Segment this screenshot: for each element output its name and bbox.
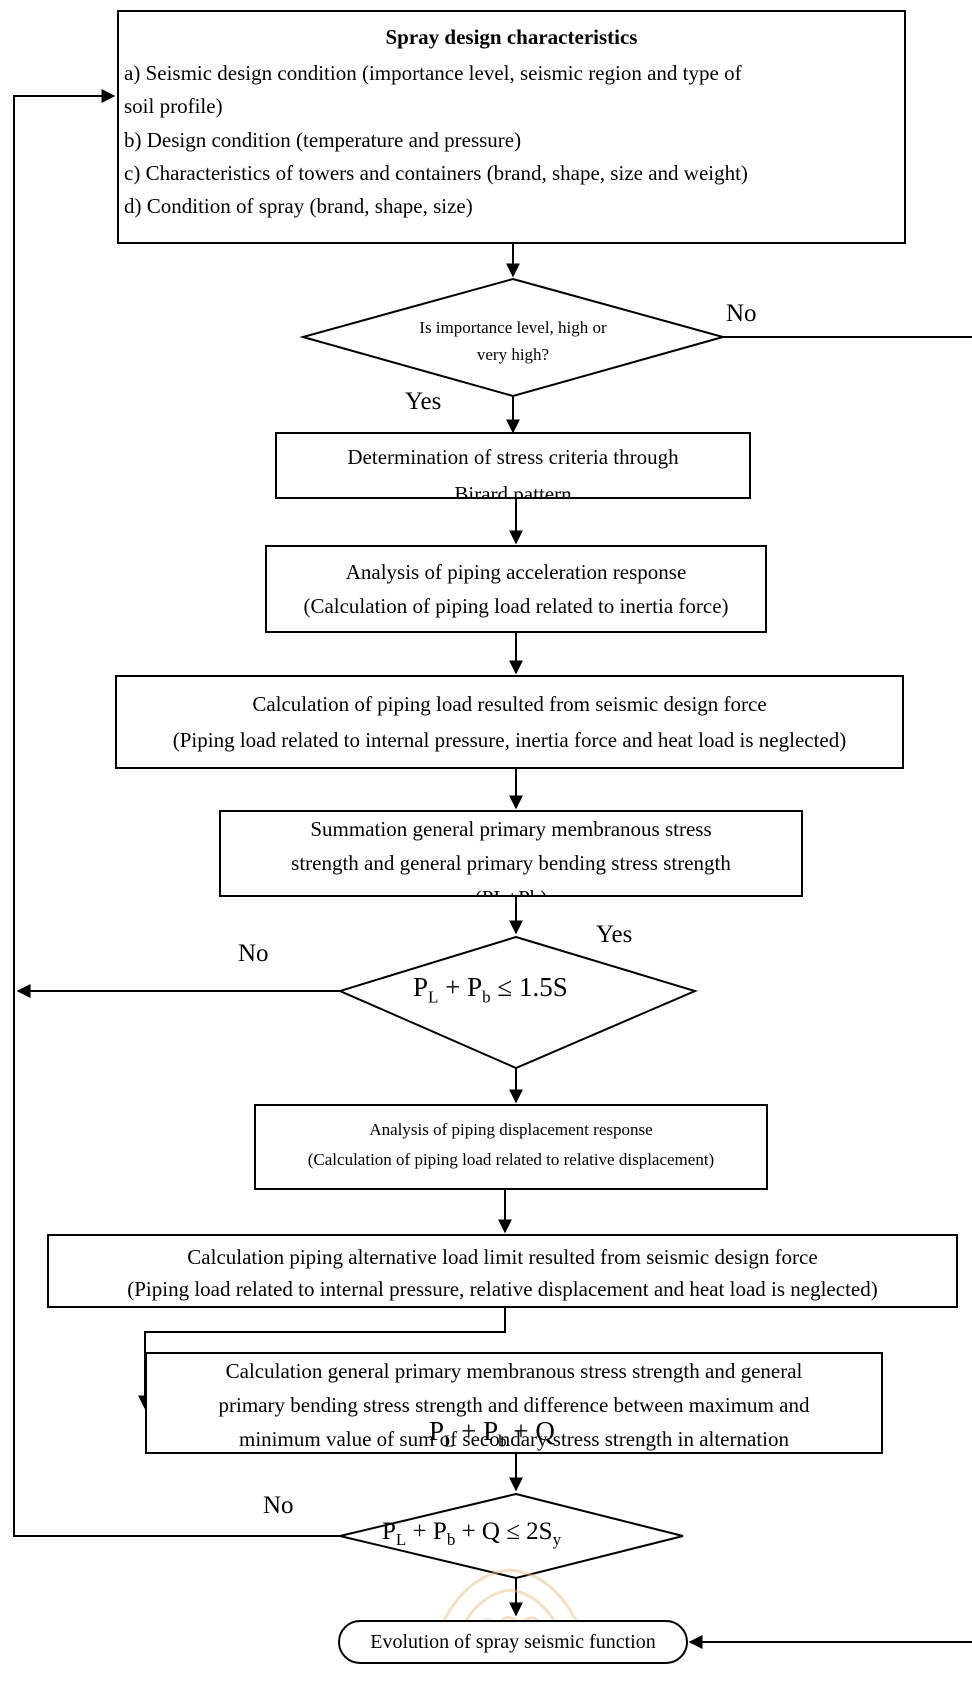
secondary-stress-line1: Calculation general primary membranous s… [225, 1359, 803, 1383]
decision2-diamond [337, 935, 698, 1070]
decision1-text-line2: very high? [476, 345, 550, 364]
decision1-yes-label: Yes [405, 388, 442, 415]
design-characteristics-line-b: b) Design condition (temperature and pre… [124, 128, 522, 152]
displacement-response-line2: (Calculation of piping load related to r… [307, 1150, 715, 1169]
design-characteristics-line-a: a) Seismic design condition (importance … [124, 61, 742, 85]
decision1-text-line1: Is importance level, high or [419, 318, 607, 337]
stress-criteria-line1: Determination of stress criteria through [347, 445, 679, 469]
secondary-stress-line2: primary bending stress strength and diff… [218, 1393, 810, 1417]
design-characteristics-line-a-cont: soil profile) [124, 94, 223, 118]
displacement-response-line1: Analysis of piping displacement response [369, 1120, 653, 1139]
summation-stress-line3: (PL+Pb) [221, 883, 801, 895]
seismic-load-line1: Calculation of piping load resulted from… [252, 692, 767, 716]
summation-stress-line2: strength and general primary bending str… [291, 851, 731, 875]
decision2-no-label: No [238, 940, 269, 967]
secondary-stress-box: Calculation general primary membranous s… [145, 1352, 883, 1454]
spray-seismic-function-terminal: Evolution of spray seismic function [338, 1620, 688, 1664]
acceleration-response-line1: Analysis of piping acceleration response [345, 560, 687, 584]
secondary-stress-formula: PL + Pb + Q [429, 1416, 555, 1451]
acceleration-response-box: Analysis of piping acceleration response… [265, 545, 767, 633]
alternative-load-box: Calculation piping alternative load limi… [47, 1234, 958, 1308]
decision2-yes-label: Yes [596, 921, 633, 948]
secondary-stress-line3: minimum value of sum of secondary stress… [239, 1427, 789, 1451]
displacement-response-box: Analysis of piping displacement response… [254, 1104, 768, 1190]
arrow-decision3-no [13, 89, 340, 1537]
decision3-diamond [339, 1492, 684, 1580]
design-characteristics-line-d: d) Condition of spray (brand, shape, siz… [124, 194, 473, 218]
decision3-formula: PL + Pb + Q ≤ 2Sy [382, 1518, 562, 1549]
design-characteristics-line-c: c) Characteristics of towers and contain… [124, 161, 748, 185]
stress-criteria-line2: Birard pattern [454, 482, 572, 499]
design-characteristics-title: Spray design characteristics [385, 25, 638, 49]
summation-stress-line1: Summation general primary membranous str… [310, 817, 712, 841]
acceleration-response-line2: (Calculation of piping load related to i… [303, 594, 729, 618]
decision1-no-label: No [726, 300, 757, 327]
seismic-load-line2: (Piping load related to internal pressur… [172, 728, 847, 752]
seismic-load-box: Calculation of piping load resulted from… [115, 675, 904, 769]
alternative-load-line1: Calculation piping alternative load limi… [187, 1245, 818, 1269]
design-characteristics-box [117, 10, 906, 244]
decision3-no-label: No [263, 1492, 294, 1519]
decision2-formula: PL + Pb ≤ 1.5S [413, 972, 568, 1007]
stress-criteria-box: Determination of stress criteria through… [275, 432, 751, 499]
summation-stress-box: Summation general primary membranous str… [219, 810, 803, 897]
alternative-load-line2: (Piping load related to internal pressur… [127, 1277, 878, 1301]
decision1-diamond [299, 277, 727, 398]
